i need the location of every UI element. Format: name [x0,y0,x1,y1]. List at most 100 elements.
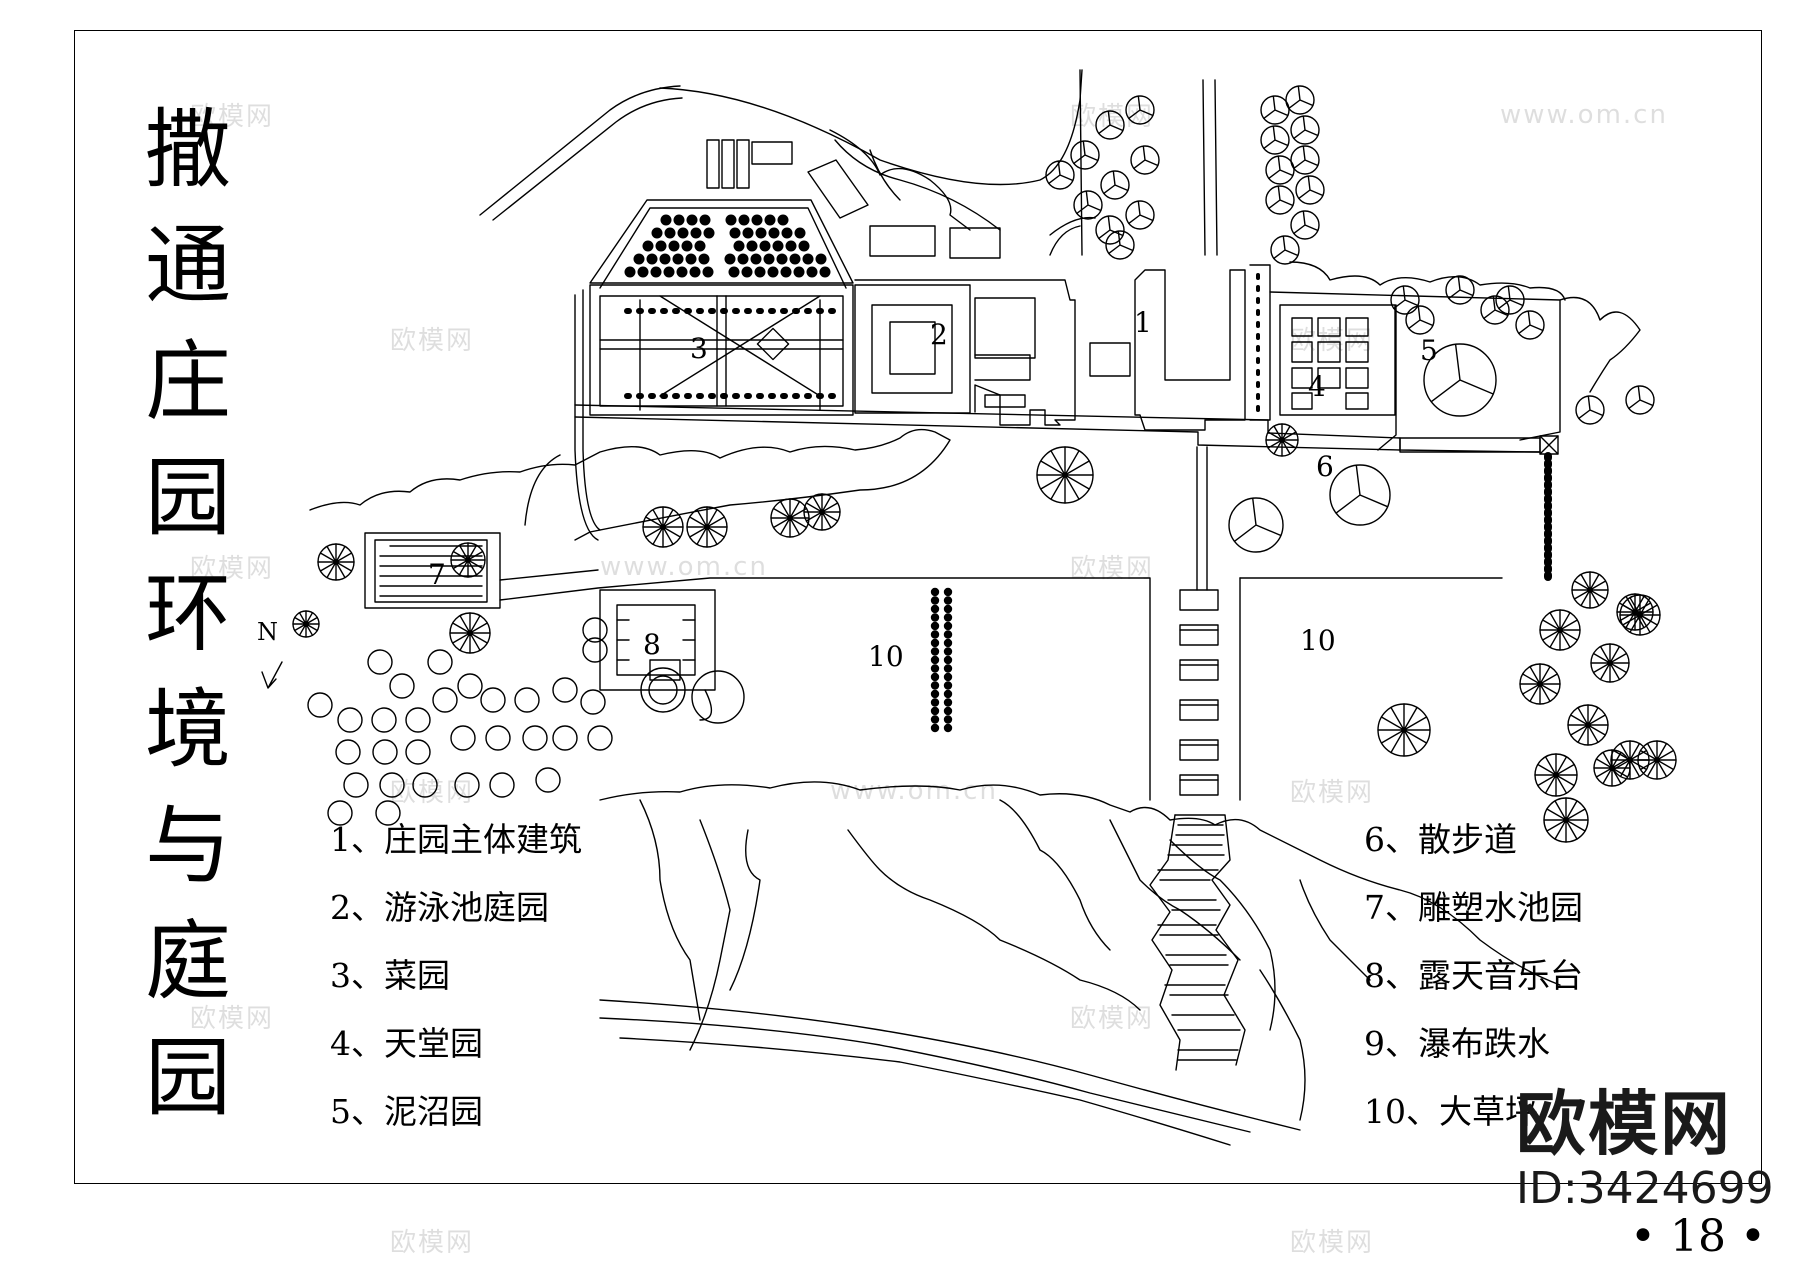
north-label: N [257,618,278,646]
tree-canopy [1405,305,1435,335]
orchard-tree [768,227,780,239]
tree [1519,663,1561,705]
orchard-tree [737,253,749,265]
tree-branches [1518,310,1544,335]
avenue-tree [943,621,953,631]
tree [1265,155,1295,185]
avenue-tree [930,587,940,597]
orchard-tree [767,266,779,278]
tree-canopy [1265,155,1295,185]
label-paradise-garden: 4 [1308,370,1326,403]
tree-branches [1233,497,1282,542]
tree [1073,190,1103,220]
orchard-trees [624,214,831,278]
avenue-tree [943,587,953,597]
tree [389,673,415,699]
orchard-tree [664,227,676,239]
tree-branches [1098,110,1124,135]
tree-canopy [1495,285,1525,315]
legend-item: 7、雕塑水池园 [1364,888,1583,927]
orchard-tree [681,240,693,252]
tree [1445,275,1475,305]
avenue-tree [930,630,940,639]
watermark-ghost: 欧模网 [390,326,475,356]
avenue-tree [943,596,953,605]
title-char: 庭 [145,912,231,1012]
tree [457,673,483,699]
legend-item: 4、天堂园 [330,1024,483,1063]
tree-canopy [1130,145,1160,175]
tree [1575,395,1605,425]
tree [1100,170,1130,200]
tree-branches [1616,593,1654,631]
tree-branches [317,543,355,581]
label-vegetable-garden: 3 [690,332,708,365]
orchard-tree [798,240,810,252]
tree-branches [1637,740,1677,780]
watermark-ghost: www.om.cn [1500,100,1668,130]
orchard-tree [789,253,801,265]
tree [343,772,369,798]
orchard-tree [750,253,762,265]
tree-canopy [1285,85,1315,115]
orchard-tree [751,214,763,226]
tree [450,725,476,751]
tree-branches [1377,703,1431,757]
tree [485,725,511,751]
tree [1495,285,1525,315]
watermark-ghost: 欧模网 [190,554,275,584]
avenue-tree [930,596,940,605]
watermark-ghost: 欧模网 [190,1004,275,1034]
tree-branches [450,542,486,578]
tree-branches [1534,753,1578,797]
orchard-tree [690,227,702,239]
tree-branches [1268,185,1294,210]
tree [337,707,363,733]
orchard-tree [777,214,789,226]
orchard-tree [659,253,671,265]
avenue-tree [943,655,953,665]
tree [412,772,438,798]
tree [514,687,540,713]
tree [449,612,491,654]
watermark-ghost: 欧模网 [1290,326,1375,356]
tree-canopy [1445,275,1475,305]
tree-canopy [1105,230,1135,260]
tree [1567,704,1609,746]
sculpture-pool-garden [364,532,1503,801]
avenue-tree [943,681,953,690]
label-lawn-east: 10 [1300,624,1336,657]
north-arrow [261,661,283,689]
tree-branches [1628,385,1654,410]
tree [642,506,684,548]
orchard-tree [637,266,649,278]
orchard-tree [794,227,806,239]
avenue-tree [930,613,940,622]
avenue-tree [943,647,953,656]
orchard-tree [802,253,814,265]
main-house [854,264,1271,431]
tree [1095,215,1125,245]
tree [1036,446,1094,504]
tree [405,739,431,765]
orchard-tree [785,240,797,252]
watermark-ghost: 欧模网 [190,102,275,132]
orchard-tree [725,214,737,226]
orchard-tree [677,227,689,239]
avenue-tree [930,681,940,690]
tree [1095,110,1125,140]
tree [480,687,506,713]
legend-item: 6、散步道 [1364,820,1517,859]
tree [552,677,578,703]
tree-branches [1298,175,1324,200]
tree [327,800,353,826]
tree [1637,740,1677,780]
tree [552,725,578,751]
orchard-tree [698,253,710,265]
tree-branches [1098,215,1124,240]
title-char: 园 [145,448,231,548]
tree [1423,343,1497,417]
orchard-tree [754,266,766,278]
avenue-tree [930,715,940,724]
